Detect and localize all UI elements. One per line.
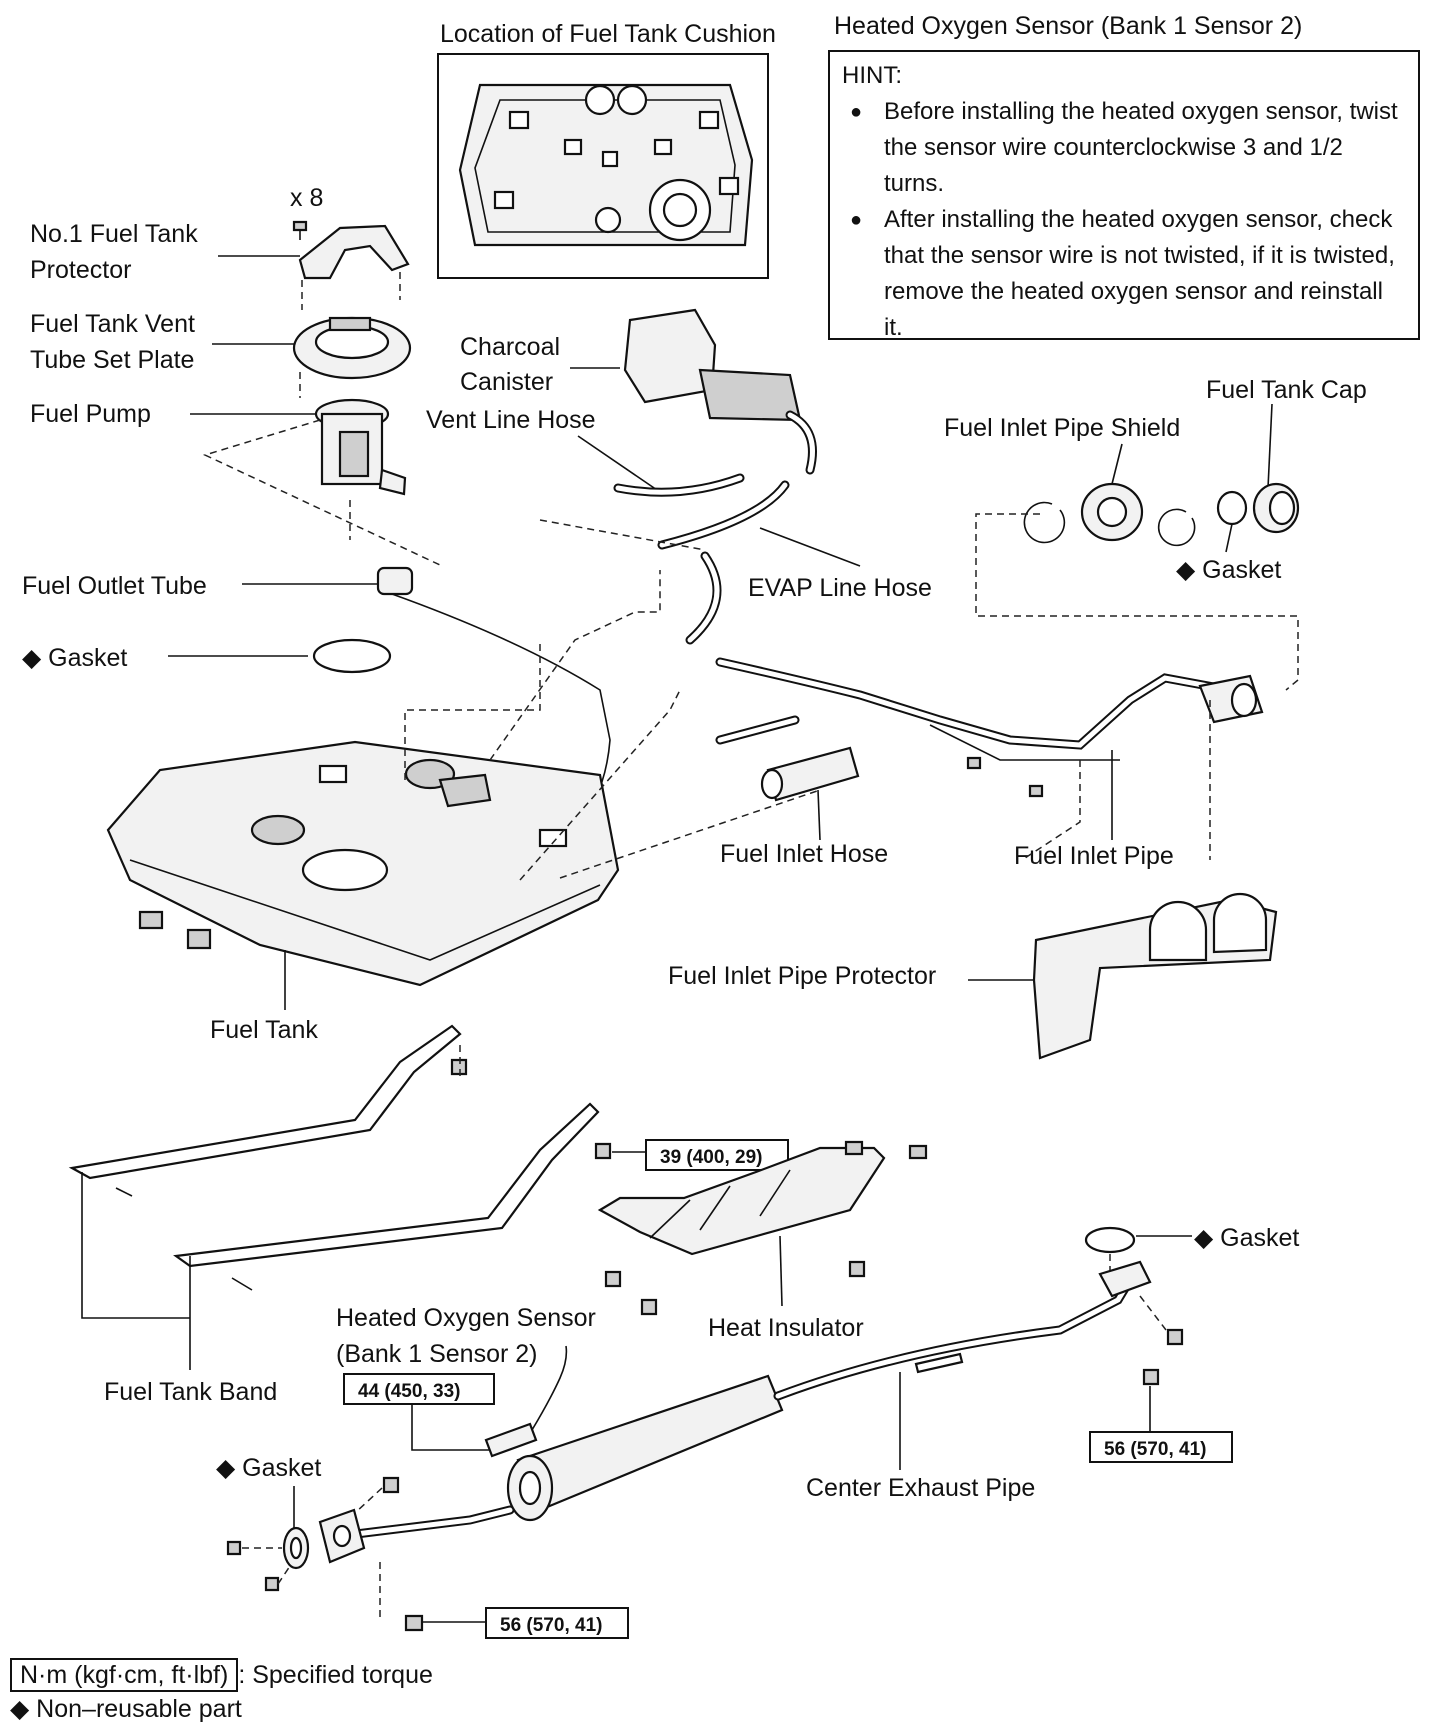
torque-box-o2 <box>343 1373 495 1405</box>
label-evap-line-hose: EVAP Line Hose <box>748 574 932 602</box>
gasket-exhaust-text: Gasket <box>1220 1224 1299 1252</box>
label-x8: x 8 <box>290 184 323 212</box>
exhaust-front-flange <box>282 1508 366 1570</box>
label-protector-1: No.1 Fuel Tank <box>30 220 198 248</box>
label-gasket-front: ◆ Gasket <box>216 1454 321 1482</box>
exhaust-gasket-rear <box>1084 1226 1136 1254</box>
band-pin-2 <box>231 1277 253 1291</box>
bolt-icon-exhaust-front <box>382 1476 400 1494</box>
heated-oxygen-sensor <box>484 1345 568 1458</box>
fuel-inlet-pipe <box>715 657 1264 761</box>
label-fuel-outlet-tube: Fuel Outlet Tube <box>22 572 207 600</box>
label-o2-sensor-1: Heated Oxygen Sensor <box>336 1304 596 1332</box>
torque-insulator: 39 (400, 29) <box>660 1147 762 1168</box>
label-o2-sensor-2: (Bank 1 Sensor 2) <box>336 1340 538 1368</box>
torque-box-exhaust-front <box>485 1607 629 1639</box>
non-reusable-mark-2: ◆ <box>22 644 48 672</box>
label-gasket-pump: ◆ Gasket <box>22 644 127 672</box>
label-vent-plate-2: Tube Set Plate <box>30 346 194 374</box>
torque-box-exhaust-rear <box>1089 1431 1233 1463</box>
label-vent-plate-1: Fuel Tank Vent <box>30 310 195 338</box>
label-canister-2: Canister <box>460 368 553 396</box>
gasket-pump-text: Gasket <box>48 644 127 672</box>
nut-icon-rear-1 <box>1166 1328 1184 1346</box>
torque-exhaust-front: 56 (570, 41) <box>500 1615 602 1636</box>
bolt-icon-insulator-3 <box>640 1298 658 1316</box>
fuel-inlet-hose <box>715 715 860 802</box>
band-pin-1 <box>115 1187 133 1197</box>
inset-tank-outline <box>458 83 754 247</box>
bolt-icon <box>292 220 308 240</box>
label-fuel-inlet-pipe: Fuel Inlet Pipe <box>1014 842 1174 870</box>
label-heat-insulator: Heat Insulator <box>708 1314 864 1342</box>
legend: N·m (kgf·cm, ft·lbf): Specified torque ◆… <box>10 1658 433 1724</box>
label-fuel-pump: Fuel Pump <box>30 400 151 428</box>
bolt-icon-inlet-2 <box>1028 784 1044 798</box>
label-fuel-tank-cap: Fuel Tank Cap <box>1206 376 1367 404</box>
center-exhaust-pipe <box>335 1260 1152 1541</box>
no1-fuel-tank-protector <box>298 224 410 280</box>
hint-heading: HINT: <box>842 62 902 89</box>
torque-o2-sensor: 44 (450, 33) <box>358 1381 460 1402</box>
bolt-icon-insulator-4 <box>848 1260 866 1278</box>
non-reusable-mark: ◆ <box>1176 556 1202 584</box>
bolt-icon-inlet-1 <box>966 756 982 770</box>
label-inlet-pipe-protector: Fuel Inlet Pipe Protector <box>668 962 936 990</box>
label-gasket-exhaust: ◆ Gasket <box>1194 1224 1299 1252</box>
fuel-tank-band-2 <box>173 1102 600 1268</box>
gasket-front-text: Gasket <box>242 1454 321 1482</box>
torque-box-insulator <box>645 1139 789 1171</box>
nut-icon-rear-2 <box>1142 1368 1160 1386</box>
heat-insulator <box>597 1140 928 1256</box>
fuel-tank <box>106 740 620 987</box>
label-fuel-tank: Fuel Tank <box>210 1016 318 1044</box>
bolt-icon-insulator-2 <box>604 1270 622 1288</box>
legend-torque-row: N·m (kgf·cm, ft·lbf): Specified torque <box>10 1658 433 1692</box>
label-inlet-pipe-shield: Fuel Inlet Pipe Shield <box>944 414 1180 442</box>
evap-line-hose <box>657 480 790 645</box>
pump-gasket <box>312 638 392 674</box>
legend-nonreusable: ◆ Non–reusable part <box>10 1695 242 1723</box>
label-fuel-tank-band: Fuel Tank Band <box>104 1378 277 1406</box>
charcoal-canister <box>623 308 817 475</box>
label-center-exhaust-pipe: Center Exhaust Pipe <box>806 1474 1035 1502</box>
gasket-cap-text: Gasket <box>1202 556 1281 584</box>
torque-exhaust-rear: 56 (570, 41) <box>1104 1439 1206 1460</box>
label-gasket-cap: ◆ Gasket <box>1176 556 1281 584</box>
fuel-inlet-pipe-protector <box>1032 892 1278 1060</box>
inset-title: Location of Fuel Tank Cushion <box>440 20 776 48</box>
fuel-tank-band-1 <box>68 1024 462 1180</box>
fuel-pump <box>314 398 407 496</box>
hint-panel: HINT: Before installing the heated oxyge… <box>828 50 1420 341</box>
tank-cushion-2 <box>186 928 212 950</box>
fuel-tank-vent-tube-set-plate <box>292 316 412 380</box>
fuel-inlet-shield-parts <box>1023 482 1300 547</box>
bolt-icon-insulator <box>594 1142 612 1160</box>
bolt-icon-exhaust-bottom <box>404 1614 424 1632</box>
hint-panel-title: Heated Oxygen Sensor (Bank 1 Sensor 2) <box>834 12 1303 40</box>
non-reusable-mark-3: ◆ <box>1194 1224 1220 1252</box>
label-canister-1: Charcoal <box>460 333 560 361</box>
nut-icon-1 <box>226 1540 242 1556</box>
tank-cushion-1 <box>138 910 164 930</box>
label-protector-2: Protector <box>30 256 131 284</box>
label-vent-line-hose: Vent Line Hose <box>426 406 596 434</box>
vent-line-hose <box>613 473 745 497</box>
label-fuel-inlet-hose: Fuel Inlet Hose <box>720 840 888 868</box>
non-reusable-mark-4: ◆ <box>216 1454 242 1482</box>
hint-bullet-1: Before installing the heated oxygen sens… <box>842 94 1406 202</box>
hint-bullet-list: Before installing the heated oxygen sens… <box>842 94 1406 346</box>
legend-unit-box: N·m (kgf·cm, ft·lbf) <box>10 1658 239 1692</box>
hint-bullet-2: After installing the heated oxygen senso… <box>842 202 1406 346</box>
legend-unit-text: : Specified torque <box>238 1661 433 1689</box>
nut-icon-2 <box>264 1576 280 1592</box>
bolt-icon-band <box>450 1058 468 1076</box>
